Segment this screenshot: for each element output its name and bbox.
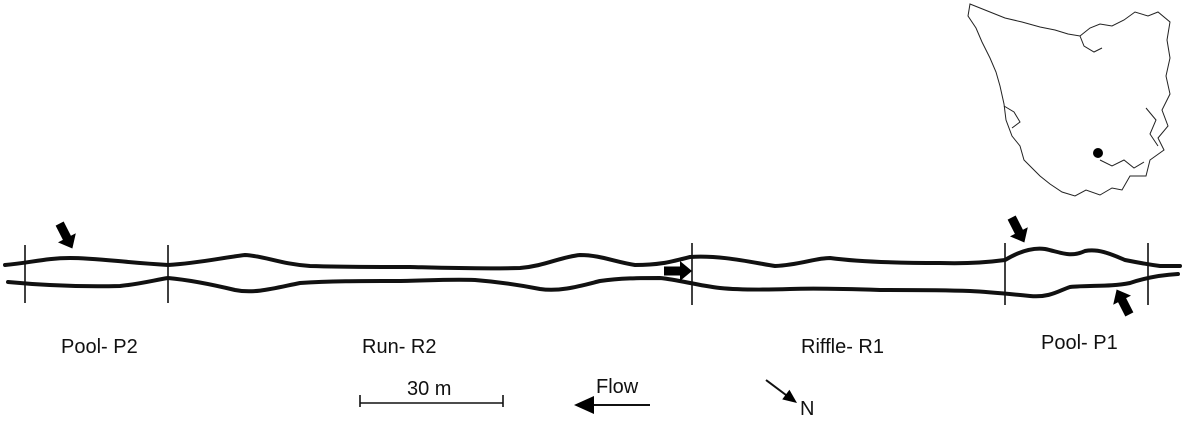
section-label-pool-p1: Pool- P1 bbox=[1041, 332, 1118, 354]
scale-bar-label: 30 m bbox=[407, 378, 452, 400]
southeast-inlet bbox=[1099, 159, 1145, 169]
lower-bank bbox=[6, 272, 1180, 299]
section-dividers bbox=[24, 243, 1149, 305]
upper-bank bbox=[3, 246, 1182, 271]
sampling-arrow-riffle bbox=[664, 261, 692, 281]
north-estuary bbox=[1079, 35, 1103, 53]
north-arrow-icon bbox=[765, 379, 797, 403]
east-coast-peninsula bbox=[1145, 107, 1159, 147]
tasmania-outline bbox=[967, 3, 1171, 197]
flow-label: Flow bbox=[596, 376, 639, 398]
scale-bar bbox=[359, 395, 504, 407]
sampling-arrows bbox=[55, 215, 1134, 317]
west-harbour bbox=[1003, 105, 1021, 129]
flow-arrow-icon bbox=[574, 396, 650, 414]
sampling-arrow-p1-lower bbox=[1113, 289, 1134, 317]
section-label-pool-p2: Pool- P2 bbox=[61, 336, 138, 358]
north-label: N bbox=[800, 398, 815, 420]
section-label-riffle-r1: Riffle- R1 bbox=[801, 336, 884, 358]
sampling-arrow-p2 bbox=[55, 221, 76, 249]
sampling-arrow-p1-upper bbox=[1007, 215, 1028, 243]
river-channel bbox=[3, 246, 1182, 299]
site-location-dot bbox=[1093, 148, 1103, 158]
section-label-run-r2: Run- R2 bbox=[362, 336, 437, 358]
tasmania-locator-map bbox=[967, 3, 1171, 197]
